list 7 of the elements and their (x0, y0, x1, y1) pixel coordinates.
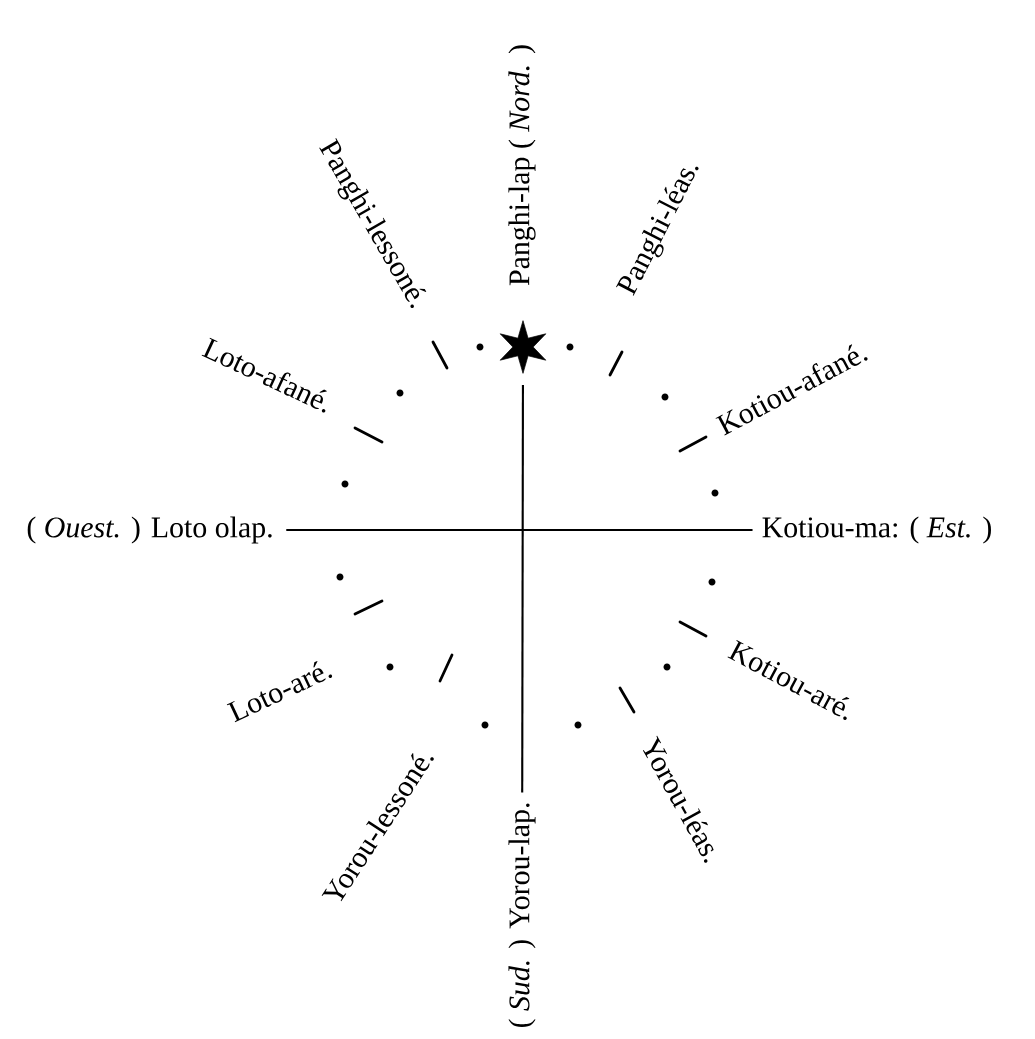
compass-line (521, 385, 524, 793)
direction-label: Kotiou-ma: ( Est. ) (762, 516, 991, 544)
direction-label: Panghi-lap ( Nord. ) (508, 45, 536, 286)
compass-line (286, 528, 753, 532)
star-symbol (499, 320, 547, 374)
direction-label: ( Ouest. ) Loto olap. (27, 516, 272, 544)
direction-label: ( Sud. ) Yorou-lap. (508, 803, 536, 1028)
